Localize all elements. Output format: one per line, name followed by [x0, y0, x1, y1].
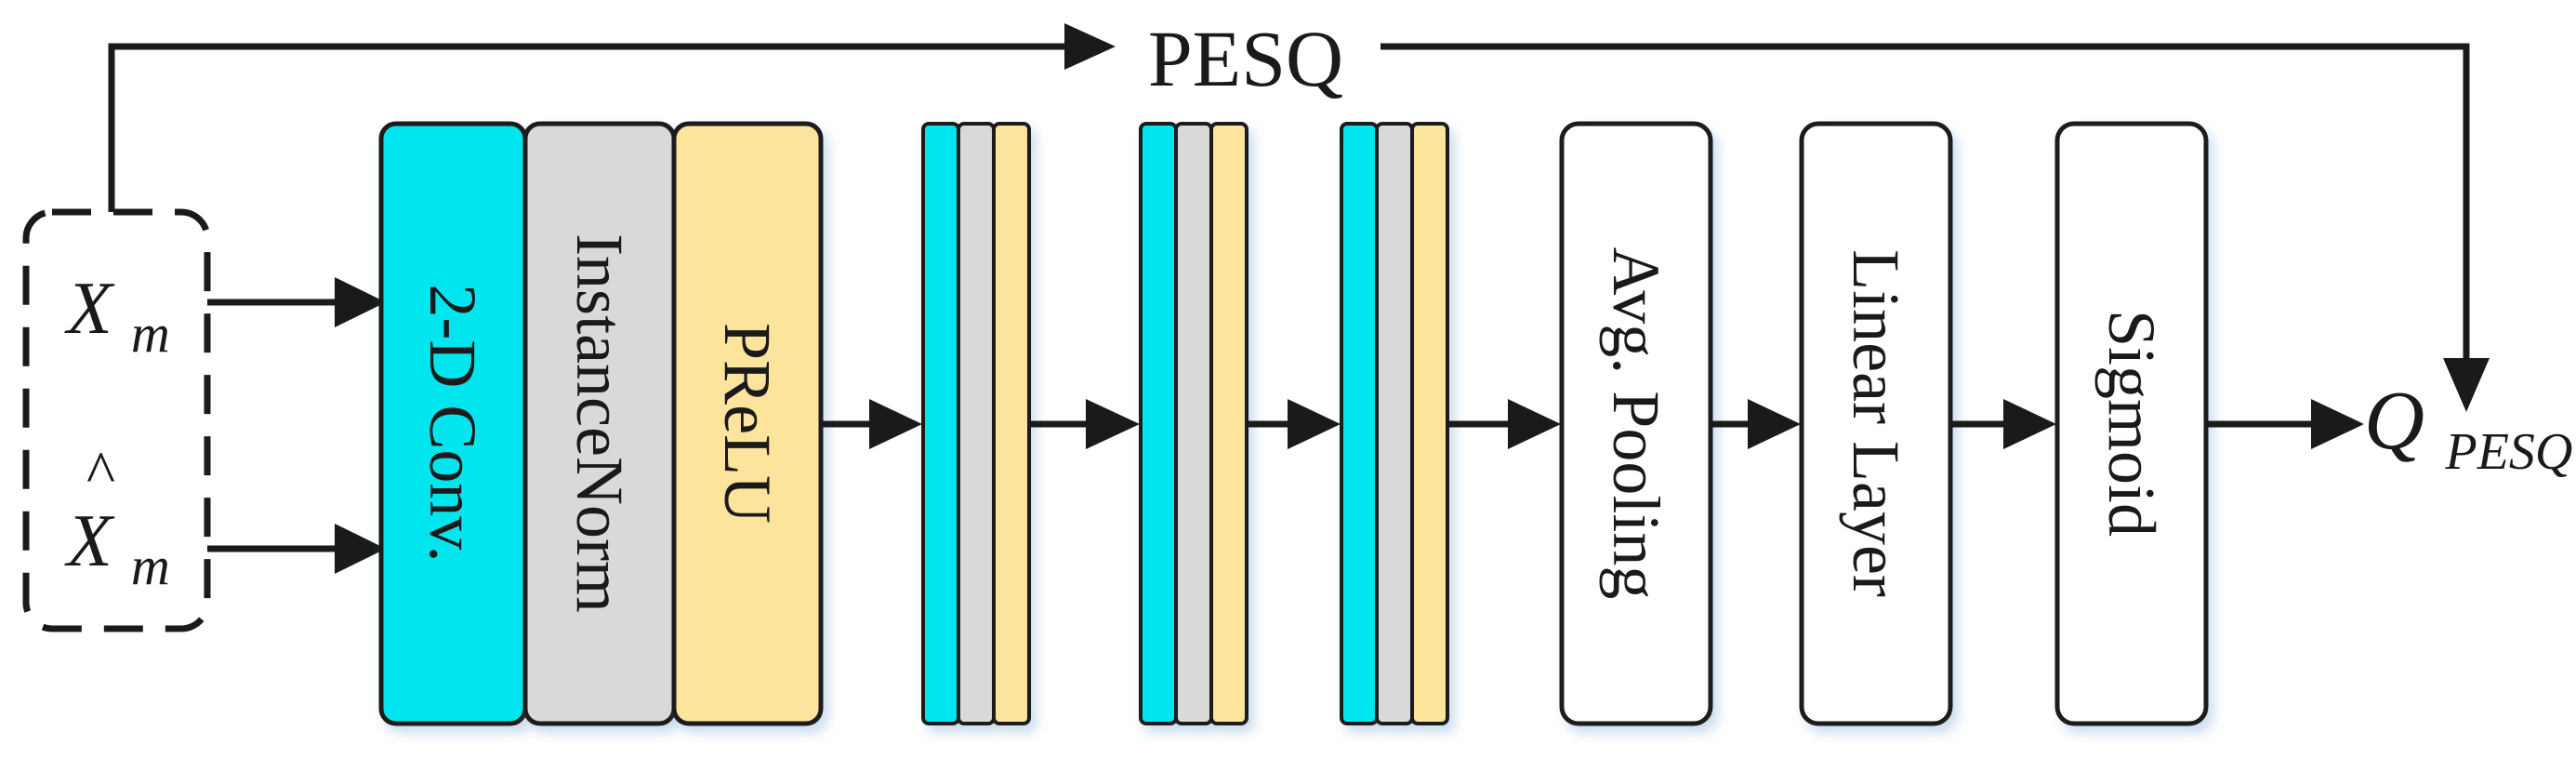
- flow-arrows: [821, 399, 2364, 449]
- pesq-label: PESQ: [1148, 14, 1343, 103]
- small-stack-1: [921, 122, 1031, 725]
- sigmoid-label: Sigmoid: [2094, 310, 2169, 537]
- output-subscript: PESQ: [2445, 423, 2573, 481]
- small-stack-1-norm: [957, 122, 996, 725]
- prelu-label: PReLU: [710, 323, 785, 524]
- pool-label: Avg. Pooling: [1599, 247, 1673, 600]
- input-xhat-m: X m: [64, 500, 170, 596]
- input-x-m: X m: [64, 268, 170, 364]
- arrow-6-head: [2003, 399, 2056, 449]
- input-xhat-base: X: [64, 500, 115, 582]
- pesq-arrowhead-right: [1064, 23, 1116, 70]
- pesq-path: [108, 43, 2470, 358]
- input-xhat-hat: ^: [86, 439, 115, 507]
- arrow-7-head: [2311, 399, 2364, 449]
- small-stack-1-prelu: [992, 122, 1031, 725]
- input-x-base: X: [64, 268, 115, 350]
- input-arrows: [207, 277, 386, 574]
- arrow-3-head: [1288, 399, 1341, 449]
- small-stack-2-norm: [1174, 122, 1213, 725]
- input-xhat-subscript: m: [131, 536, 170, 596]
- small-stack-3-conv: [1340, 122, 1379, 725]
- small-stack-2-prelu: [1209, 122, 1248, 725]
- arrow-4-head: [1508, 399, 1561, 449]
- pesq-line-left: [108, 43, 1064, 212]
- small-stack-2: [1139, 122, 1248, 725]
- arrow-5-head: [1748, 399, 1801, 449]
- output-label: Q PESQ: [2364, 375, 2572, 481]
- small-stack-3-norm: [1375, 122, 1414, 725]
- pesq-line-right: [1380, 43, 2470, 358]
- x-m-arrowhead: [335, 277, 386, 327]
- conv-label: 2-D Conv.: [416, 284, 490, 562]
- input-box: [22, 208, 211, 632]
- input-x-subscript: m: [131, 303, 170, 364]
- norm-label: InstanceNorm: [562, 233, 637, 613]
- arrow-1-head: [869, 399, 922, 449]
- xhat-m-arrowhead: [335, 524, 386, 574]
- small-stack-3: [1340, 122, 1449, 725]
- linear-label: Linear Layer: [1839, 249, 1913, 597]
- arrow-2-head: [1086, 399, 1140, 449]
- output-base: Q: [2364, 375, 2424, 467]
- pesq-arrowhead-down: [2443, 358, 2490, 412]
- small-stack-1-conv: [921, 122, 960, 725]
- small-stack-2-conv: [1139, 122, 1178, 725]
- small-stack-3-prelu: [1410, 122, 1449, 725]
